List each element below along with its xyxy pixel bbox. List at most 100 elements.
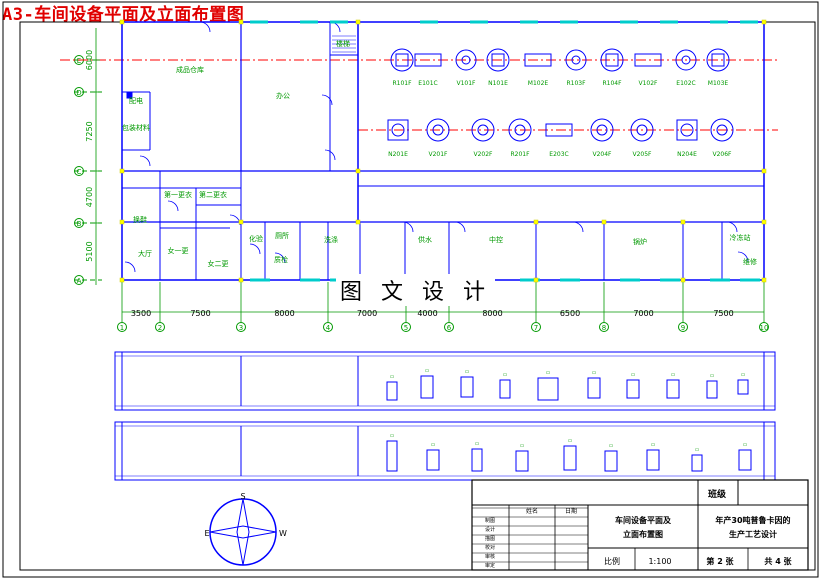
elevation-upper-vessel-1 bbox=[420, 375, 434, 399]
project-name-1: 年产30吨普鲁卡因的 bbox=[715, 515, 790, 525]
equipment-V206F bbox=[710, 118, 734, 142]
column-marker bbox=[601, 219, 607, 225]
axis-label-B: B bbox=[77, 220, 82, 228]
title-block-border bbox=[471, 479, 809, 571]
room-label-dressing2: 第二更衣 bbox=[199, 190, 227, 199]
axis-bubble-7 bbox=[531, 322, 541, 332]
equipment-tag-E203C: E203C bbox=[549, 151, 568, 158]
equipment-core bbox=[571, 55, 581, 65]
elevation-upper-vessel-6 bbox=[626, 379, 640, 399]
title-col-name: 姓名 bbox=[526, 507, 538, 515]
door-swing bbox=[402, 221, 414, 233]
elevation-lower-vessel-tag-7: ▭ bbox=[695, 447, 700, 453]
equipment-tag-N101E: N101E bbox=[488, 80, 508, 87]
elevation-lower-vessel-7 bbox=[691, 454, 703, 472]
equipment-tag-E101C: E101C bbox=[418, 80, 437, 87]
room-label-shoe: 换鞋 bbox=[133, 215, 147, 224]
equipment-core bbox=[596, 124, 608, 136]
elevation-lower-vessel-tag-2: ▭ bbox=[475, 441, 480, 447]
equipment-core bbox=[395, 53, 409, 67]
equipment-tag-N204E: N204E bbox=[677, 151, 697, 158]
room-label-repair: 维修 bbox=[743, 257, 757, 266]
dim-left-1: 7250 bbox=[85, 121, 94, 141]
equipment-R103F bbox=[565, 49, 587, 71]
column-marker bbox=[238, 277, 244, 283]
dim-bottom-8: 7500 bbox=[713, 309, 733, 318]
elevation-upper-vessel-2 bbox=[460, 376, 474, 398]
column-marker bbox=[119, 19, 125, 25]
room-label-changing_a: 女一更 bbox=[168, 246, 189, 255]
equipment-N101E bbox=[486, 48, 510, 72]
door-swing bbox=[321, 94, 333, 106]
axis-label-C: C bbox=[77, 168, 82, 176]
room-label-cold: 冷冻站 bbox=[730, 233, 751, 242]
equipment-V102F bbox=[634, 53, 662, 67]
elevation-lower-vessel-5 bbox=[604, 450, 618, 472]
column-marker bbox=[533, 277, 539, 283]
equipment-core bbox=[681, 55, 691, 65]
compass-ring bbox=[209, 498, 277, 566]
elevation-lower-vessel-0 bbox=[386, 440, 398, 472]
elevation-lower-vessel-tag-3: ▭ bbox=[520, 443, 525, 449]
door-swing bbox=[324, 149, 336, 161]
axis-label-9: 9 bbox=[681, 324, 685, 332]
drawing-name-1: 车间设备平面及 bbox=[615, 515, 672, 525]
equipment-tag-R101F: R101F bbox=[392, 80, 412, 87]
equipment-R201F bbox=[508, 118, 532, 142]
equipment-N201E bbox=[387, 119, 409, 141]
elevation-upper-vessel-tag-1: ▭ bbox=[425, 368, 430, 374]
equipment-V202F bbox=[471, 118, 495, 142]
equipment-core bbox=[432, 124, 444, 136]
axis-label-6: 6 bbox=[447, 324, 452, 332]
room-label-lab: 化验 bbox=[249, 234, 263, 243]
elevation-lower-vessel-tag-6: ▭ bbox=[651, 442, 656, 448]
axis-bubble-9 bbox=[678, 322, 688, 332]
title-role-5: 审定 bbox=[485, 562, 495, 569]
dim-bottom-0: 3500 bbox=[131, 309, 151, 318]
elevation-lower-vessel-tag-0: ▭ bbox=[390, 433, 395, 439]
equipment-N204E bbox=[676, 119, 698, 141]
door-swing bbox=[249, 243, 261, 255]
axis-label-D: D bbox=[76, 89, 81, 97]
elevation-upper-vessel-tag-2: ▭ bbox=[465, 369, 470, 375]
column-marker bbox=[119, 219, 125, 225]
column-marker bbox=[680, 219, 686, 225]
equipment-E101C bbox=[414, 53, 442, 67]
dim-bottom-2: 8000 bbox=[274, 309, 294, 318]
equipment-core bbox=[514, 124, 526, 136]
title-role-1: 设计 bbox=[485, 526, 495, 533]
title-role-3: 校对 bbox=[485, 544, 495, 551]
equipment-core bbox=[477, 124, 489, 136]
room-label-wash: 洗涤 bbox=[324, 235, 338, 244]
dim-left-0: 6000 bbox=[85, 50, 94, 70]
elevation-upper-vessel-tag-5: ▭ bbox=[592, 370, 597, 376]
equipment-tag-R104F: R104F bbox=[602, 80, 622, 87]
elevation-lower-vessel-tag-4: ▭ bbox=[568, 438, 573, 444]
elevation-lower-vessel-tag-1: ▭ bbox=[431, 442, 436, 448]
column-marker bbox=[119, 168, 125, 174]
equipment-M102E bbox=[524, 53, 552, 67]
axis-label-4: 4 bbox=[326, 324, 331, 332]
scale-label: 比例 bbox=[604, 556, 620, 566]
equipment-R104F bbox=[600, 48, 624, 72]
axis-bubble-D bbox=[74, 87, 84, 97]
elevation-lower-vessel-3 bbox=[515, 450, 529, 472]
equipment-tag-E102C: E102C bbox=[676, 80, 695, 87]
room-label-raw_storage: 成品仓库 bbox=[176, 65, 204, 74]
column-marker bbox=[355, 168, 361, 174]
equipment-tag-V201F: V201F bbox=[428, 151, 448, 158]
equipment-core bbox=[716, 124, 728, 136]
elevation-lower-vessel-8 bbox=[738, 449, 752, 471]
dim-bottom-6: 6500 bbox=[560, 309, 580, 318]
door-swing bbox=[726, 221, 738, 233]
room-label-toilet: 厕所 bbox=[275, 231, 289, 240]
axis-label-1: 1 bbox=[120, 324, 124, 332]
equipment-tag-V206F: V206F bbox=[712, 151, 732, 158]
elevation-upper-vessel-tag-4: ▭ bbox=[546, 370, 551, 376]
elevation-lower-vessel-tag-8: ▭ bbox=[743, 442, 748, 448]
equipment-tag-M102E: M102E bbox=[528, 80, 549, 87]
axis-label-7: 7 bbox=[534, 324, 538, 332]
room-label-changing_b: 女二更 bbox=[208, 259, 229, 268]
